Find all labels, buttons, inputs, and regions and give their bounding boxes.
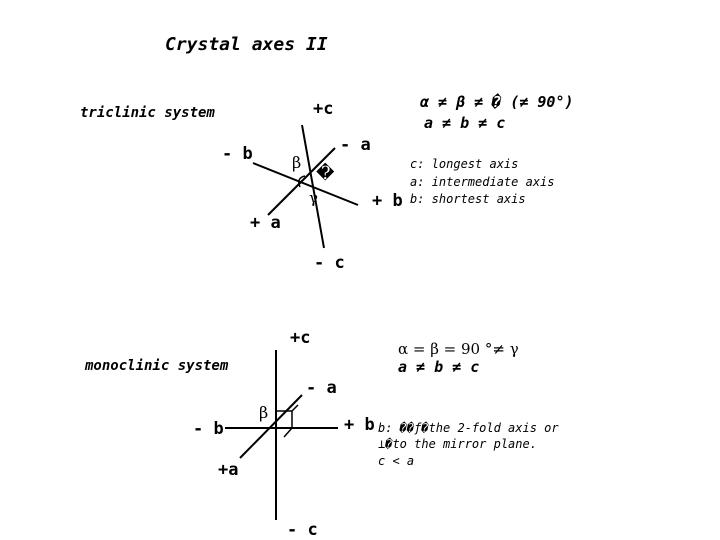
monoclinic-plus-c-label: +c	[290, 328, 311, 348]
page-title: Crystal axes II	[165, 34, 328, 55]
monoclinic-minus-b-label: - b	[193, 419, 224, 439]
triclinic-alpha-symbol: �	[316, 163, 335, 184]
triclinic-gamma-symbol: γ	[309, 189, 318, 207]
triclinic-a-axis	[267, 147, 336, 216]
monoclinic-note-2: ⊥�to the mirror plane.	[378, 437, 537, 451]
triclinic-b-axis	[252, 162, 359, 206]
monoclinic-note-3: c < a	[378, 454, 415, 468]
triclinic-gamma-arc	[298, 175, 306, 188]
triclinic-note-1: c: longest axis	[410, 157, 519, 171]
triclinic-note-2: a: intermediate axis	[410, 175, 555, 189]
monoclinic-plus-b-label: + b	[344, 415, 375, 435]
monoclinic-angle-relation: α = β = 90 °≠ γ	[398, 340, 519, 358]
triclinic-axes	[252, 124, 359, 249]
triclinic-system-label: triclinic system	[80, 105, 215, 121]
triclinic-plus-a-label: + a	[250, 213, 281, 233]
monoclinic-axes	[225, 350, 338, 520]
monoclinic-box-bottom	[283, 427, 293, 438]
triclinic-note-3: b: shortest axis	[410, 192, 526, 206]
monoclinic-beta-symbol: β	[259, 403, 269, 422]
triclinic-plus-b-label: + b	[372, 191, 403, 211]
triclinic-angle-relation: α ≠ β ≠ � (≠ 90°)	[420, 93, 574, 111]
monoclinic-minus-a-label: - a	[306, 378, 337, 398]
monoclinic-minus-c-label: - c	[287, 520, 318, 540]
triclinic-minus-b-label: - b	[222, 144, 253, 164]
monoclinic-box	[276, 404, 299, 428]
triclinic-axis-relation: a ≠ b ≠ c	[424, 114, 506, 132]
monoclinic-a-axis	[239, 394, 303, 459]
triclinic-plus-c-label: +c	[313, 99, 334, 119]
triclinic-minus-a-label: - a	[340, 135, 371, 155]
monoclinic-note-1: b: ��ƒ�the 2-fold axis or	[378, 421, 559, 435]
monoclinic-plus-a-label: +a	[218, 460, 239, 480]
triclinic-beta-symbol: β	[292, 153, 302, 172]
triclinic-minus-c-label: - c	[314, 253, 345, 273]
monoclinic-system-label: monoclinic system	[85, 358, 229, 374]
monoclinic-axis-relation: a ≠ b ≠ c	[398, 358, 480, 376]
